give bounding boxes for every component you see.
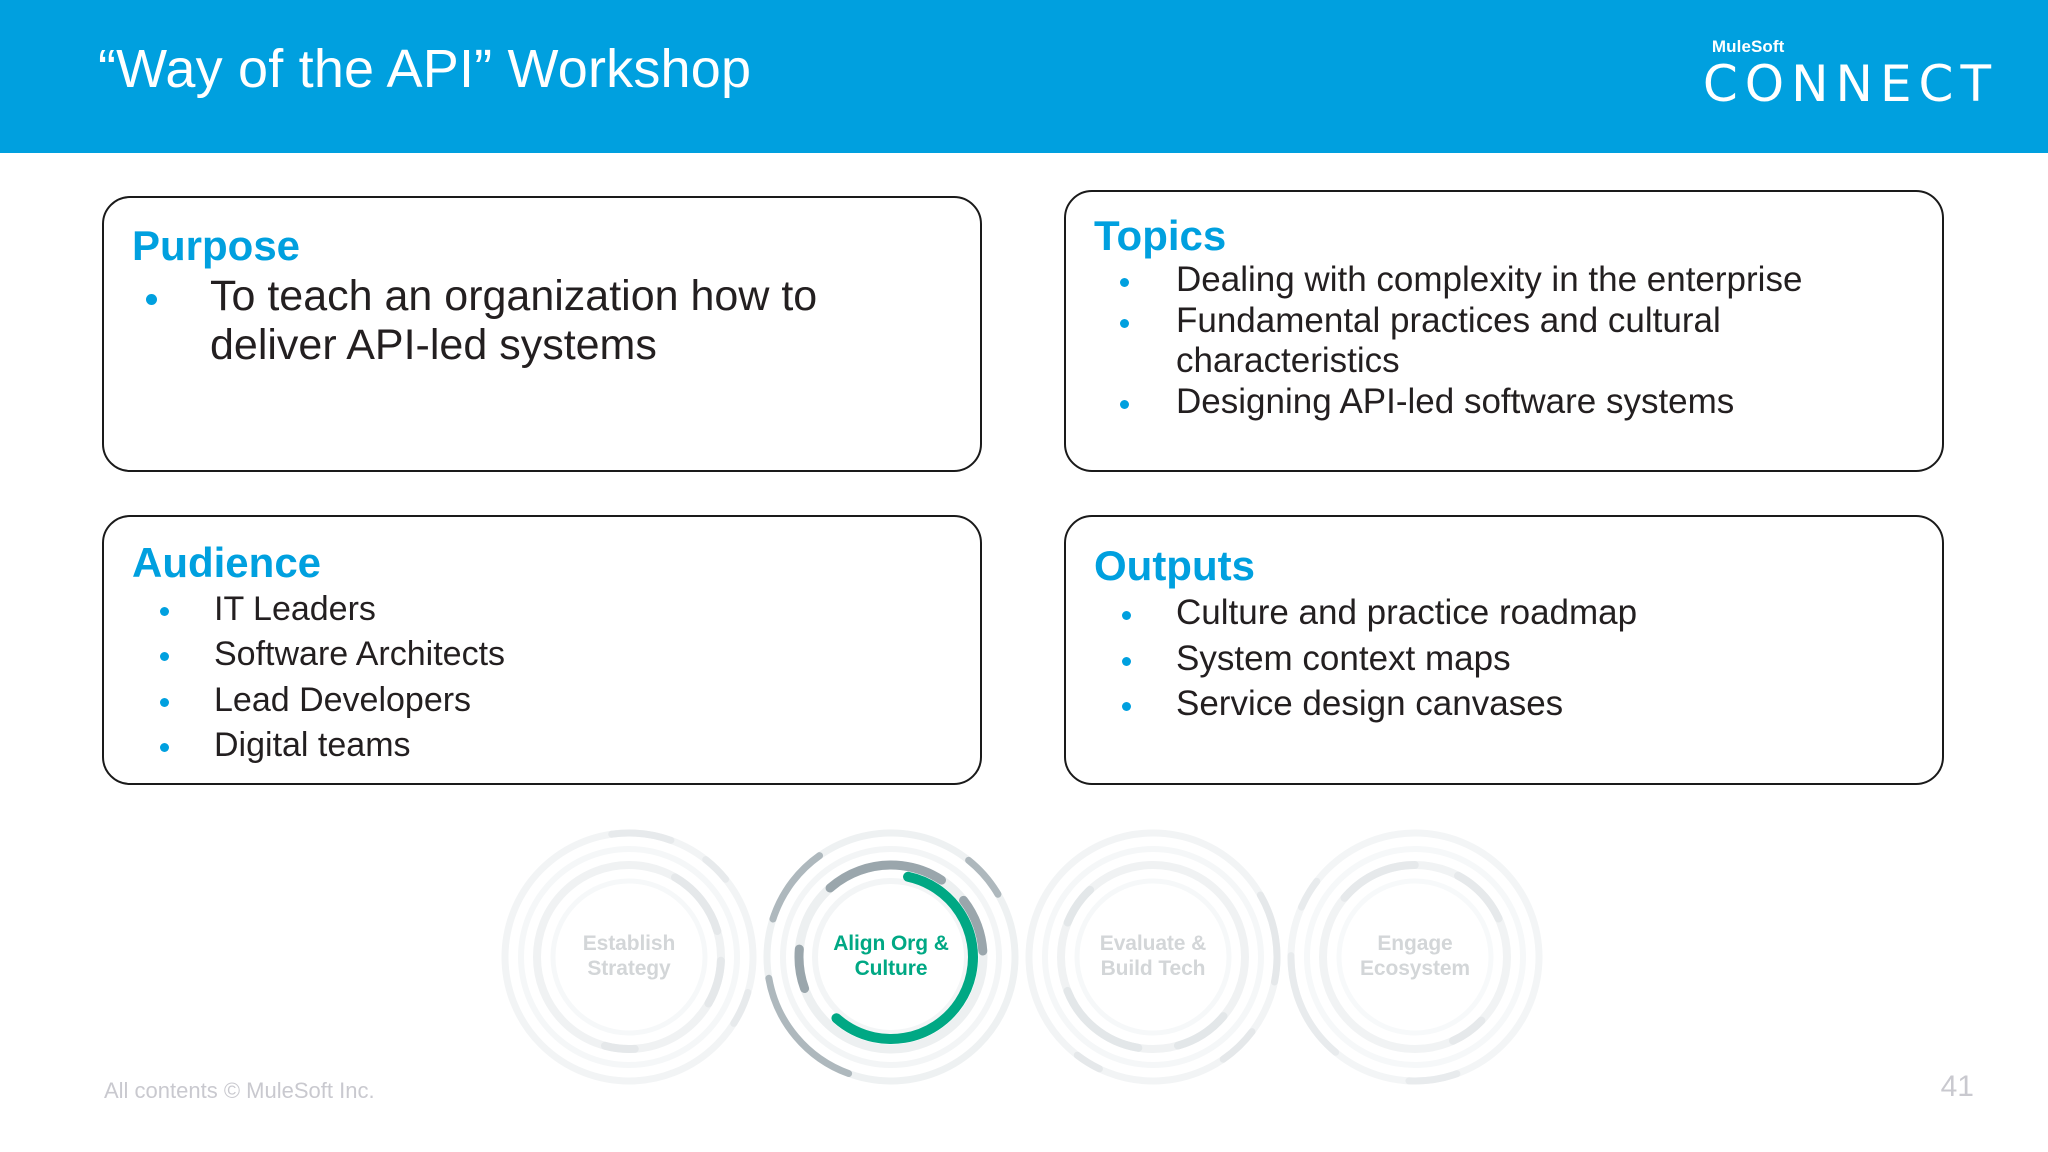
journey-stage-line1: Evaluate & xyxy=(1099,932,1207,956)
card-purpose: Purpose To teach an organization how to … xyxy=(102,196,982,472)
bullet-dot-icon xyxy=(1120,278,1129,288)
slide-header: “Way of the API” Workshop MuleSoft CONNE… xyxy=(0,0,2048,153)
card-audience: Audience IT Leaders Software Architects … xyxy=(102,515,982,785)
list-item-label: IT Leaders xyxy=(214,590,376,629)
list-item: System context maps xyxy=(1100,636,1942,682)
list-item: Fundamental practices and cultural chara… xyxy=(1100,301,1860,382)
bullet-dot-icon xyxy=(146,294,157,306)
journey-stage-evaluate-build-tech: Evaluate & Build Tech xyxy=(1022,826,1284,1088)
logo-brand-text: MuleSoft xyxy=(1711,37,1785,56)
card-outputs-list: Culture and practice roadmap System cont… xyxy=(1100,590,1942,727)
bullet-dot-icon xyxy=(1122,656,1131,666)
list-item-label: Service design canvases xyxy=(1176,684,1564,724)
list-item: Digital teams xyxy=(138,723,980,768)
card-audience-title: Audience xyxy=(132,539,322,586)
list-item-label: Lead Developers xyxy=(214,680,472,719)
list-item-label: Digital teams xyxy=(214,725,411,764)
bullet-dot-icon xyxy=(160,697,169,707)
card-purpose-list: To teach an organization how to deliver … xyxy=(138,272,980,369)
journey-stage-line2: Ecosystem xyxy=(1360,957,1470,980)
list-item: Service design canvases xyxy=(1100,681,1942,727)
footer-copyright: All contents © MuleSoft Inc. xyxy=(104,1078,375,1103)
journey-stage-align-org-culture: Align Org & Culture xyxy=(760,826,1022,1088)
card-topics-list: Dealing with complexity in the enterpris… xyxy=(1100,260,1942,422)
journey-stage-label: Evaluate & Build Tech xyxy=(1022,826,1284,1088)
journey-stage-establish-strategy: Establish Strategy xyxy=(498,826,760,1088)
card-audience-list: IT Leaders Software Architects Lead Deve… xyxy=(138,587,980,768)
journey-stage-line1: Establish xyxy=(582,932,676,956)
list-item-label: Designing API-led software systems xyxy=(1176,381,1735,421)
journey-stage-line1: Engage xyxy=(1377,932,1453,956)
concentric-rings-icon xyxy=(1025,829,1281,1085)
journey-stage-line2: Culture xyxy=(854,957,928,980)
slide-page-number: 41 xyxy=(1940,1070,1974,1103)
list-item: Lead Developers xyxy=(138,678,980,723)
card-outputs: Outputs Culture and practice roadmap Sys… xyxy=(1064,515,1944,785)
card-topics: Topics Dealing with complexity in the en… xyxy=(1064,190,1944,472)
journey-stage-line2: Strategy xyxy=(587,957,671,980)
journey-stage-label: Align Org & Culture xyxy=(760,826,1022,1088)
list-item: Software Architects xyxy=(138,632,980,677)
bullet-dot-icon xyxy=(1120,318,1129,328)
concentric-rings-icon xyxy=(1287,829,1543,1085)
mulesoft-connect-logo: MuleSoft CONNECT xyxy=(1703,38,1998,111)
list-item-label: Dealing with complexity in the enterpris… xyxy=(1176,260,1803,300)
bullet-dot-icon xyxy=(1122,702,1131,712)
list-item-label: System context maps xyxy=(1176,638,1511,678)
concentric-rings-icon xyxy=(763,829,1019,1085)
list-item-label: To teach an organization how to deliver … xyxy=(210,272,818,369)
list-item: Designing API-led software systems xyxy=(1100,382,1860,423)
page-title: “Way of the API” Workshop xyxy=(98,39,752,99)
journey-stage-graphic: Establish Strategy Align Org & Culture xyxy=(498,826,1588,1088)
list-item-label: Culture and practice roadmap xyxy=(1176,593,1638,633)
list-item: Culture and practice roadmap xyxy=(1100,590,1942,636)
card-topics-title: Topics xyxy=(1094,212,1227,259)
concentric-rings-icon xyxy=(501,829,757,1085)
bullet-dot-icon xyxy=(160,652,169,662)
list-item-label: Fundamental practices and cultural chara… xyxy=(1176,300,1721,381)
bullet-dot-icon xyxy=(160,742,169,752)
bullet-dot-icon xyxy=(160,607,169,617)
journey-stage-engage-ecosystem: Engage Ecosystem xyxy=(1284,826,1546,1088)
journey-stage-line2: Build Tech xyxy=(1100,957,1206,980)
list-item-label: Software Architects xyxy=(214,635,506,674)
list-item: IT Leaders xyxy=(138,587,980,632)
logo-event-text: CONNECT xyxy=(1702,55,1998,113)
journey-stage-line1: Align Org & xyxy=(833,932,949,956)
card-outputs-title: Outputs xyxy=(1094,542,1255,589)
list-item: Dealing with complexity in the enterpris… xyxy=(1100,260,1860,301)
journey-stage-label: Establish Strategy xyxy=(498,826,760,1088)
list-item: To teach an organization how to deliver … xyxy=(138,272,908,369)
card-purpose-title: Purpose xyxy=(132,222,301,269)
bullet-dot-icon xyxy=(1120,399,1129,409)
bullet-dot-icon xyxy=(1122,611,1131,621)
journey-stage-label: Engage Ecosystem xyxy=(1284,826,1546,1088)
